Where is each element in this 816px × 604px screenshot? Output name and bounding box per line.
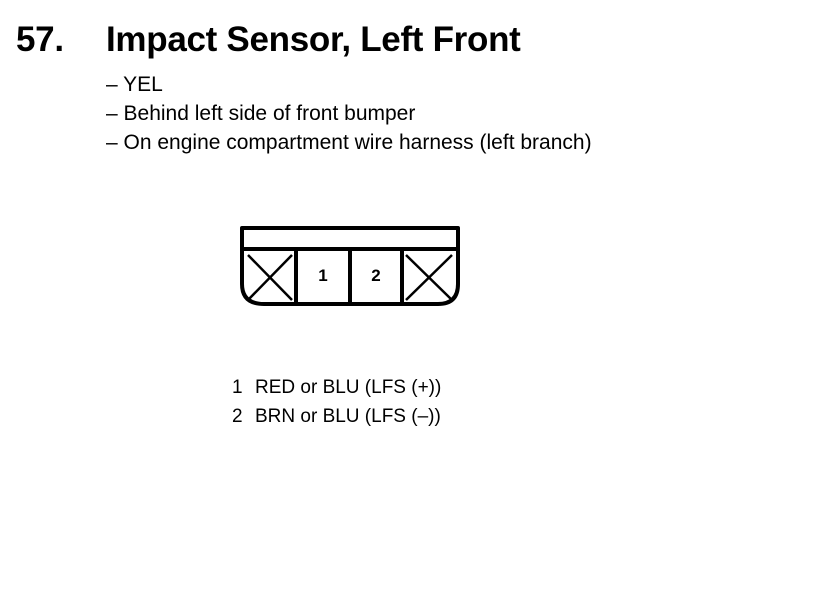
component-details: – YEL – Behind left side of front bumper… (106, 70, 592, 157)
page-title: 57. Impact Sensor, Left Front (16, 16, 521, 64)
detail-harness: – On engine compartment wire harness (le… (106, 131, 592, 154)
pin-number: 1 (232, 377, 243, 398)
empty-cavity-right-icon (405, 254, 453, 301)
pin-legend: 1 RED or BLU (LFS (+)) 2 BRN or BLU (LFS (… (232, 373, 441, 431)
pin-row: 2 BRN or BLU (LFS (–)) (232, 402, 441, 431)
cavity-1-label: 1 (318, 266, 327, 285)
connector-diagram: 1 2 (240, 226, 460, 306)
connector-housing (240, 226, 460, 306)
pin-row: 1 RED or BLU (LFS (+)) (232, 373, 441, 402)
cavity-2-label: 2 (371, 266, 380, 285)
empty-cavity-left-icon (247, 254, 293, 301)
pin-description: BRN or BLU (LFS (–)) (255, 406, 441, 427)
detail-color: – YEL (106, 73, 163, 96)
component-title: Impact Sensor, Left Front (106, 20, 521, 59)
pin-number: 2 (232, 406, 243, 427)
detail-location: – Behind left side of front bumper (106, 102, 416, 125)
component-number: 57. (16, 20, 64, 59)
pin-description: RED or BLU (LFS (+)) (255, 377, 442, 398)
